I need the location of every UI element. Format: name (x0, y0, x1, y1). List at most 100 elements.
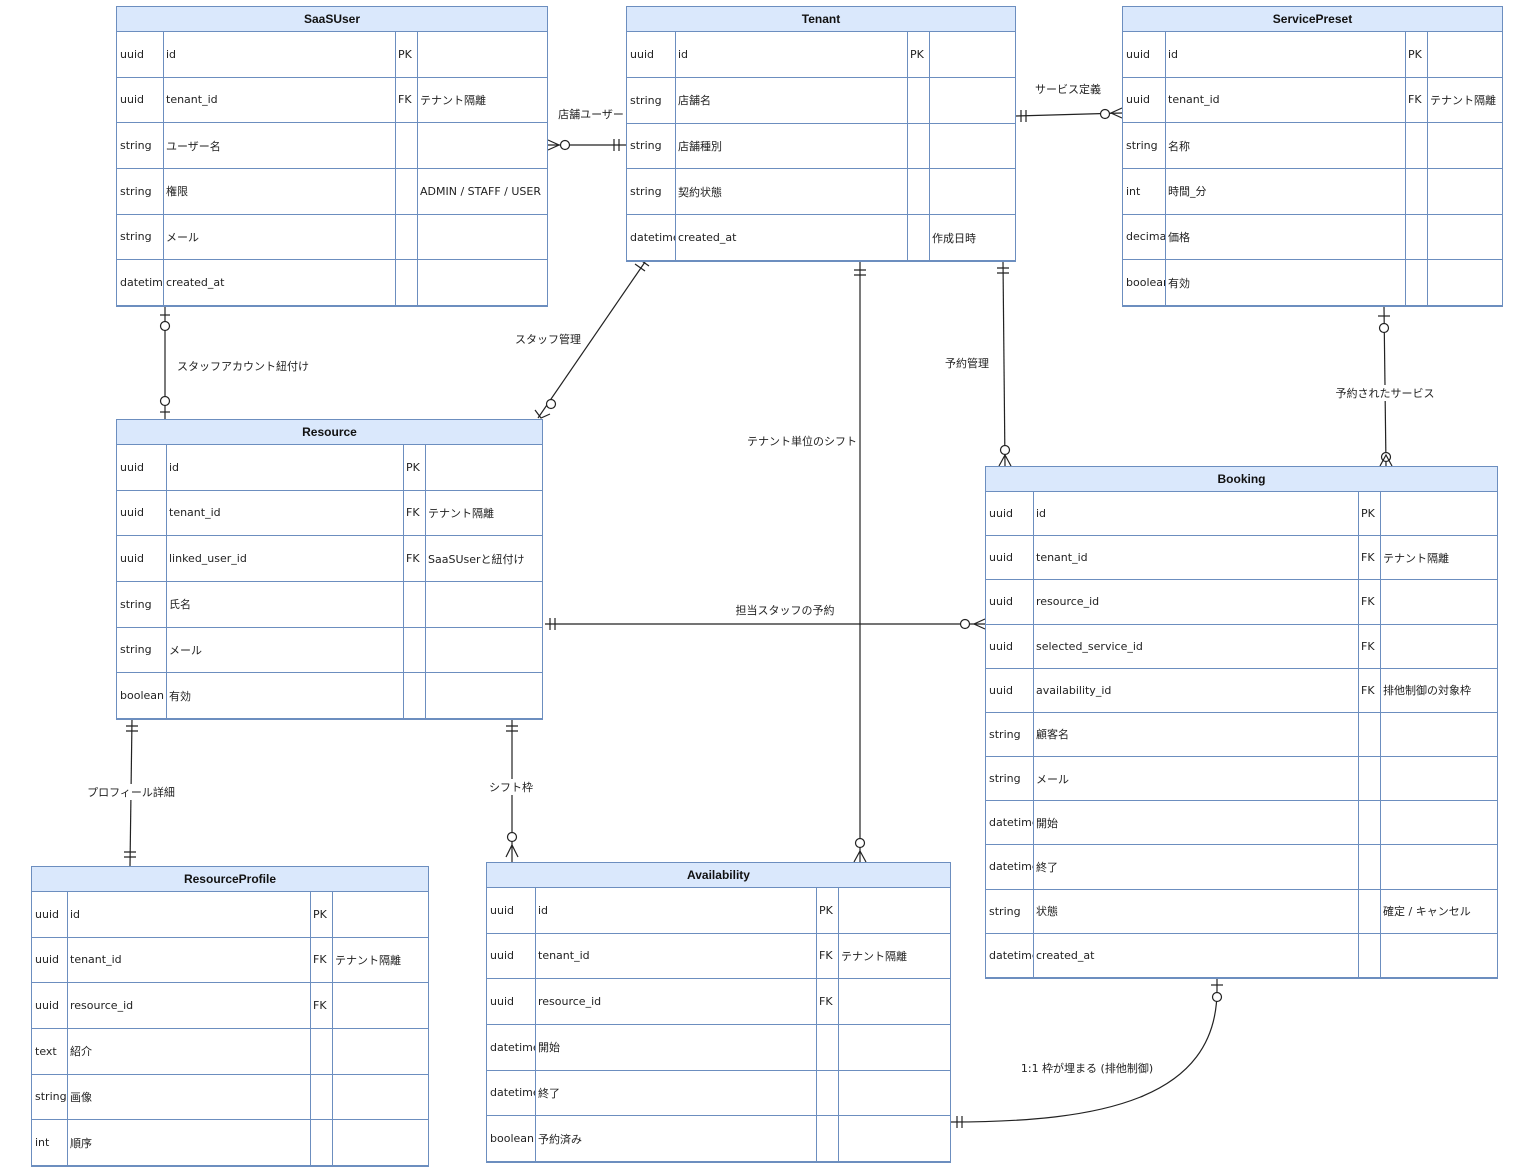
entity-row[interactable]: decimal価格 (1123, 215, 1502, 261)
entity-title: Tenant (627, 7, 1015, 32)
field-name: id (166, 47, 177, 61)
field-type: uuid (120, 47, 144, 61)
edge-availability-booking[interactable] (950, 979, 1223, 1128)
field-key: FK (1361, 551, 1375, 565)
field-type: uuid (490, 949, 514, 963)
field-key (816, 1071, 838, 1116)
edge-resource-booking[interactable] (545, 618, 986, 630)
field-type: boolean (120, 689, 164, 703)
field-key: FK (406, 552, 420, 566)
field-key (1358, 713, 1380, 756)
field-type: datetime (490, 1040, 535, 1054)
edge-saasuser-tenant[interactable] (547, 139, 626, 151)
field-note (425, 445, 542, 490)
field-name: 時間_分 (1168, 185, 1207, 199)
field-name: id (169, 460, 180, 474)
field-type: uuid (35, 907, 59, 921)
field-key: FK (1408, 93, 1422, 107)
column-divider (310, 892, 311, 1166)
field-note (929, 124, 1015, 169)
field-type: string (120, 184, 152, 198)
edge-tenant-servicepreset[interactable] (1015, 107, 1123, 122)
field-note: ADMIN / STAFF / USER (420, 184, 542, 198)
field-type: uuid (120, 506, 144, 520)
field-type: decimal (1126, 230, 1165, 244)
field-note (1380, 801, 1497, 844)
column-divider (1358, 492, 1359, 978)
field-key (310, 1120, 332, 1165)
field-key: FK (313, 953, 327, 967)
field-note (332, 892, 428, 937)
field-name: resource_id (1036, 595, 1100, 609)
field-note (838, 979, 950, 1024)
field-note (929, 169, 1015, 214)
field-note (425, 582, 542, 627)
field-note (838, 888, 950, 933)
edge-tenant-availability[interactable] (853, 262, 867, 863)
field-type: string (989, 772, 1021, 786)
field-name: メール (1036, 772, 1069, 786)
edge-tenant-resource[interactable] (534, 258, 650, 419)
field-type: uuid (989, 551, 1013, 565)
field-note (332, 1120, 428, 1165)
field-name: 開始 (538, 1041, 560, 1055)
entity-row[interactable]: string メール (986, 757, 1497, 802)
edge-saasuser-resource[interactable] (159, 307, 171, 419)
field-type: uuid (989, 595, 1013, 609)
edge-tenant-booking[interactable] (997, 261, 1012, 467)
column-divider (395, 32, 396, 306)
field-key: FK (398, 93, 412, 107)
